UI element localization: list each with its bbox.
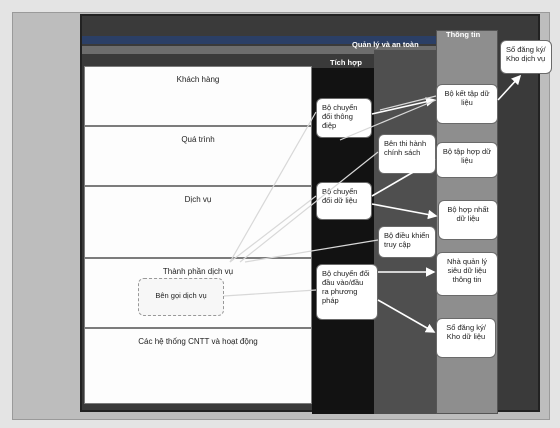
second-band <box>82 46 438 54</box>
layer-service-components-title: Thành phần dịch vụ <box>162 267 234 276</box>
layer-services: Dịch vụ <box>84 186 312 258</box>
arrow-method-to-registry <box>377 299 436 333</box>
access-controller-box: Bộ điều khiển truy cập <box>378 226 436 258</box>
arrow-data-to-collector <box>371 159 436 197</box>
data-aggregator-box: Bộ kết tập dữ liệu <box>436 84 498 124</box>
top-band <box>82 36 438 44</box>
data-registry-box: Sổ đăng ký/ Kho dữ liệu <box>436 318 496 358</box>
layer-customers-title: Khách hàng <box>176 75 220 84</box>
arrow-aggregator-to-service-registry <box>497 74 522 101</box>
data-consolidator-box: Bộ hợp nhất dữ liệu <box>438 200 498 240</box>
light-connector-lines <box>223 95 437 297</box>
arrow-message-to-aggregator <box>371 97 436 115</box>
service-registry-box: Sổ đăng ký/ Kho dịch vụ <box>500 40 552 74</box>
layer-process-title: Quá trình <box>181 135 215 144</box>
message-converter-box: Bộ chuyển đổi thông điệp <box>316 98 372 138</box>
layer-it-systems: Các hệ thống CNTT và hoạt động <box>84 328 312 404</box>
info-column-title: Thông tin <box>446 30 481 39</box>
data-converter-box: Bộ chuyển đổi dữ liệu <box>316 182 372 220</box>
layer-services-title: Dịch vụ <box>184 195 212 204</box>
integration-column-title: Tích hợp <box>330 58 362 67</box>
layer-process: Quá trình <box>84 126 312 186</box>
arrow-data-to-consolidator <box>371 203 438 220</box>
management-column-title: Quản lý và an toàn <box>352 40 419 49</box>
policy-enforcer-box: Bên thi hành chính sách <box>378 134 436 174</box>
metadata-manager-box: Nhà quản lý siêu dữ liệu thông tin <box>436 252 498 296</box>
layer-it-systems-title: Các hệ thống CNTT và hoạt động <box>138 337 258 346</box>
method-io-converter-box: Bộ chuyển đổi đầu vào/đầu ra phương pháp <box>316 264 378 320</box>
layer-customers: Khách hàng <box>84 66 312 126</box>
data-collector-box: Bộ tập hợp dữ liệu <box>436 142 498 178</box>
service-caller-box: Bên gọi dịch vụ <box>138 278 224 316</box>
